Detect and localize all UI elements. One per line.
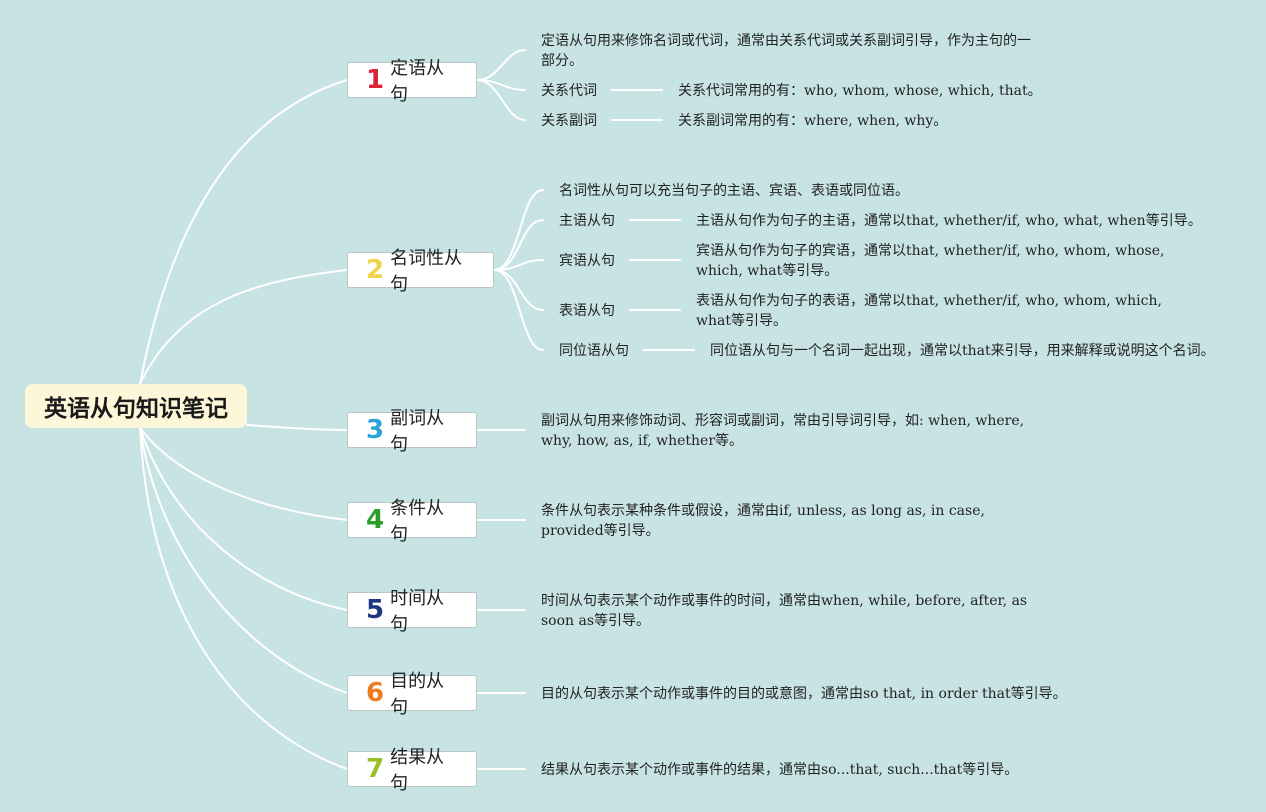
branch-time-clause[interactable]: 5 时间从句 xyxy=(347,588,477,635)
branch-number: 7 xyxy=(366,754,385,784)
branch-relative-clause[interactable]: 1 定语从句 xyxy=(347,58,477,105)
root-node[interactable]: 英语从句知识笔记 xyxy=(25,384,247,428)
root-title: 英语从句知识笔记 xyxy=(44,396,228,422)
branch-result-clause[interactable]: 7 结果从句 xyxy=(347,747,477,794)
branch-description: 副词从句用来修饰动词、形容词或副词，常由引导词引导，如: when, where… xyxy=(541,413,1025,449)
branch-label: 时间从句 xyxy=(390,588,445,635)
sub-topic-label: 主语从句 xyxy=(559,213,615,229)
branch-number: 5 xyxy=(366,595,385,625)
sub-topic-label: 表语从句 xyxy=(559,303,615,319)
sub-topic-text: 宾语从句作为句子的宾语，通常以that, whether/if, who, wh… xyxy=(696,243,1165,279)
branch-label: 定语从句 xyxy=(390,58,445,105)
sub-topic-text: 同位语从句与一个名词一起出现，通常以that来引导，用来解释或说明这个名词。 xyxy=(710,343,1215,359)
branch-number: 4 xyxy=(366,505,385,535)
branch-noun-clause[interactable]: 2 名词性从句 xyxy=(347,248,494,295)
branch-adverbial-clause[interactable]: 3 副词从句 xyxy=(347,408,477,455)
sub-topic-text: 关系代词常用的有：who, whom, whose, which, that。 xyxy=(678,83,1042,99)
sub-topic-text: 表语从句作为句子的表语，通常以that, whether/if, who, wh… xyxy=(696,293,1162,329)
branch-description: 定语从句用来修饰名词或代词，通常由关系代词或关系副词引导，作为主句的一部分。 xyxy=(541,33,1031,69)
branch-description: 目的从句表示某个动作或事件的目的或意图，通常由so that, in order… xyxy=(541,686,1067,702)
sub-topic-text: 关系副词常用的有：where, when, why。 xyxy=(678,113,948,129)
branch-label: 结果从句 xyxy=(390,747,445,794)
branch-label: 名词性从句 xyxy=(390,248,463,295)
sub-topic-label: 同位语从句 xyxy=(559,343,629,359)
branch-conditional-clause[interactable]: 4 条件从句 xyxy=(347,498,477,545)
sub-topic-label: 宾语从句 xyxy=(559,253,615,269)
branch-description: 条件从句表示某种条件或假设，通常由if, unless, as long as,… xyxy=(541,503,985,539)
branch-description: 时间从句表示某个动作或事件的时间，通常由when, while, before,… xyxy=(541,593,1028,629)
sub-topic-label: 关系代词 xyxy=(541,83,597,99)
branch-number: 6 xyxy=(366,678,385,708)
branch-label: 目的从句 xyxy=(390,671,445,718)
branch-description: 名词性从句可以充当句子的主语、宾语、表语或同位语。 xyxy=(559,183,909,199)
branch-description: 结果从句表示某个动作或事件的结果，通常由so...that, such...th… xyxy=(541,762,1019,778)
sub-topic-label: 关系副词 xyxy=(541,113,597,129)
branch-number: 2 xyxy=(366,255,385,285)
branch-label: 条件从句 xyxy=(390,498,445,545)
branch-purpose-clause[interactable]: 6 目的从句 xyxy=(347,671,477,718)
branch-number: 3 xyxy=(366,415,385,445)
branch-label: 副词从句 xyxy=(390,408,445,455)
branch-number: 1 xyxy=(366,65,385,95)
sub-topic-text: 主语从句作为句子的主语，通常以that, whether/if, who, wh… xyxy=(696,213,1202,229)
